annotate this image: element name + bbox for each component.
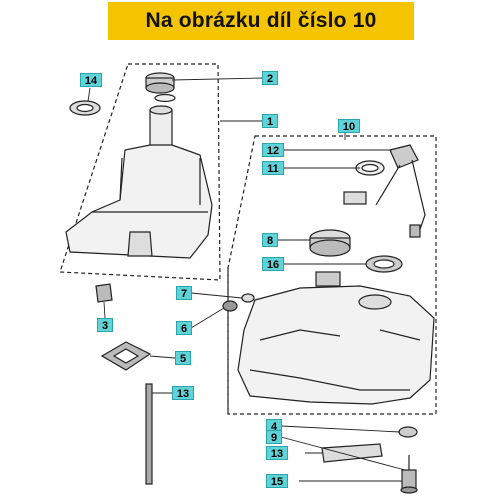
tank-ring-part	[365, 255, 403, 273]
page-title: Na obrázku díl číslo 10	[108, 2, 414, 40]
callout-10: 10	[338, 119, 360, 133]
strap-part	[145, 383, 153, 485]
tank-cap-part	[309, 229, 351, 257]
callout-11: 11	[262, 161, 284, 175]
callout-6: 6	[176, 321, 192, 335]
callout-13-hose: 13	[266, 446, 288, 460]
callout-13-strap: 13	[172, 386, 194, 400]
group-outline-right	[227, 135, 437, 415]
callout-7: 7	[176, 286, 192, 300]
filler-tank-part	[65, 105, 213, 259]
callout-9: 9	[266, 430, 282, 444]
callout-1: 1	[262, 114, 278, 128]
nut-part	[222, 300, 238, 312]
rubber-block-part	[95, 283, 113, 303]
group-outline-left	[59, 63, 221, 281]
callout-16: 16	[262, 257, 284, 271]
callout-15: 15	[266, 474, 288, 488]
fuel-cap-part	[145, 72, 176, 103]
clamp-part	[398, 426, 418, 438]
fuel-tank-part	[237, 271, 435, 405]
callout-2: 2	[262, 71, 278, 85]
callout-12: 12	[262, 143, 284, 157]
callout-5: 5	[175, 351, 191, 365]
fuel-sender-part	[343, 144, 426, 238]
fuel-tap-part	[400, 455, 418, 494]
callout-14: 14	[80, 73, 102, 87]
callout-3: 3	[97, 318, 113, 332]
fuel-hose-part	[321, 443, 383, 463]
callout-8: 8	[262, 233, 278, 247]
washer-part	[241, 293, 255, 303]
grommet-part	[69, 100, 101, 116]
